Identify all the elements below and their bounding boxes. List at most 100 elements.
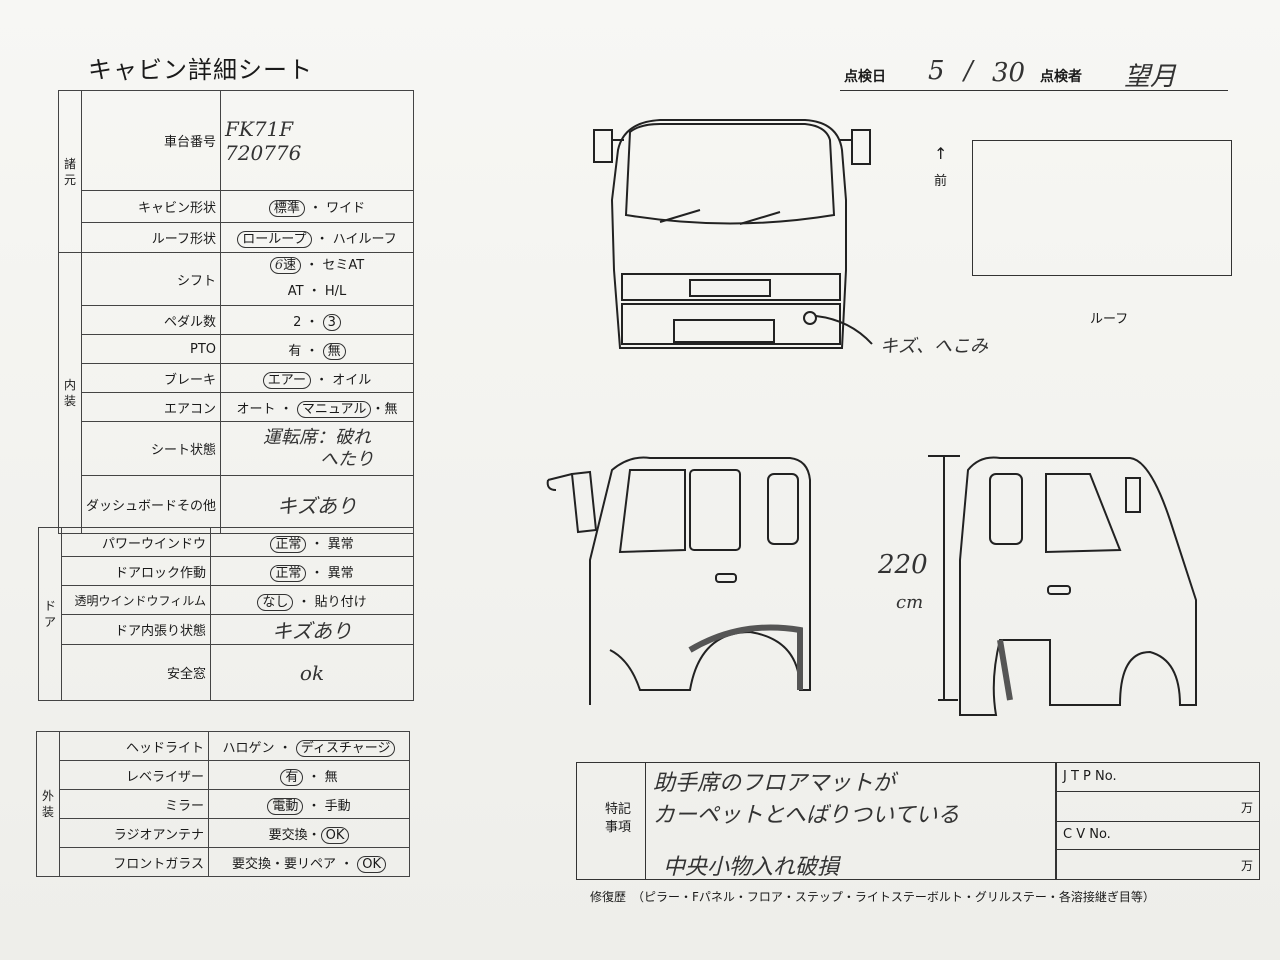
chassis-label: 車台番号 [80,90,222,191]
spec-section-label: 諸元 [58,90,82,253]
chassis-model: FK71F [225,116,294,141]
brake-air-selected: エアー [262,371,311,389]
cab-shape-standard-selected: 標準 [268,200,305,217]
date-day: 30 [992,58,1026,88]
cv-number-label: C V No. [1063,827,1111,842]
shift-label: シフト [80,252,222,306]
damage-note: キズ、へこみ [880,336,988,357]
notes-label-cell: 特記 事項 [577,763,646,879]
windshield-repair: 要リペア [283,856,336,872]
shift-hl: H/L [324,284,347,299]
power-window-options: 正常 ・ 異常 [210,527,414,557]
leveler-options: 有 ・ 無 [208,760,410,790]
brake-oil: オイル [332,372,372,388]
shift-manual-selected: 6速 [269,257,302,274]
exterior-table: 外装 ヘッドライト ハロゲン ・ ディスチャージ レベライザー 有 ・ 無 ミラ… [36,731,410,877]
special-notes-box: 特記 事項 助手席のフロアマットが カーペットとへばりついている 中央小物入れ破… [576,762,1260,880]
leveler-label: レベライザー [59,760,209,790]
windshield-label: フロントガラス [59,847,209,877]
safety-window-label: 安全窓 [61,644,211,701]
dashboard-condition: キズあり [220,475,414,534]
cv-unit: 万 [1241,859,1254,873]
sheet-title: キャビン詳細シート [88,56,313,84]
front-arrow-icon: ↑ [934,144,948,163]
spec-interior-table: 諸元 車台番号 FK71F 720776 キャビン形状 標準 ・ ワイド ルーフ… [58,90,414,534]
notes-label-line-1: 特記 [605,802,632,817]
jtp-unit: 万 [1241,801,1254,815]
cab-shape-options: 標準 ・ ワイド [220,190,414,223]
power-window-normal-selected: 正常 [270,535,307,553]
cab-shape-wide: ワイド [326,201,366,216]
windshield-ok-selected: OK [357,855,387,873]
pto-options: 有 ・ 無 [220,334,414,364]
interior-section-label: 内装 [58,252,82,534]
chassis-value: FK71F 720776 [220,90,414,191]
roof-shape-label: ルーフ形状 [80,222,222,253]
door-section-label: ドア [38,527,62,701]
power-window-abnormal: 異常 [327,536,354,552]
window-film-none-selected: なし [257,593,294,611]
date-month: 5 [928,56,945,86]
mirror-label: ミラー [59,789,209,819]
note-line-3: 中央小物入れ破損 [663,855,840,880]
ac-manual-selected: マニュアル [296,400,372,418]
pto-yes: 有 [288,343,302,359]
date-label: 点検日 [844,69,886,85]
shift-options: 6速 ・ セミAT AT ・ H/L [220,252,414,306]
roof-label: ルーフ [1090,312,1129,327]
note-line-1: 助手席のフロアマットが [653,771,896,796]
seat-label: シート状態 [80,421,222,476]
chassis-number: 720776 [225,140,302,165]
seat-condition: 運転席：破れ へたり [220,421,414,476]
headlight-options: ハロゲン ・ ディスチャージ [208,731,410,761]
note-line-2: カーペットとへばりついている [653,803,960,828]
door-lock-abnormal: 異常 [327,565,354,581]
pedal-label: ペダル数 [80,305,222,335]
windshield-replace: 要交換 [231,856,271,872]
radio-antenna-label: ラジオアンテナ [59,818,209,848]
windshield-options: 要交換・要リペア ・ OK [208,847,410,877]
pedal-two: 2 [293,314,302,330]
ac-none: 無 [384,401,398,417]
inspector-name: 望月 [1124,62,1177,92]
door-trim-condition: キズあり [210,614,414,645]
headlight-label: ヘッドライト [59,731,209,761]
door-table: ドア パワーウインドウ 正常 ・ 異常 ドアロック作動 正常 ・ 異常 透明ウイ… [38,527,414,701]
roof-low-selected: ローループ [237,231,312,248]
window-film-options: なし ・ 貼り付け [210,585,414,615]
jtp-number-label: J T P No. [1063,769,1117,784]
mirror-electric-selected: 電動 [267,797,304,815]
cab-front-view [593,119,873,349]
ac-auto: オート [236,401,276,417]
headlight-discharge-selected: ディスチャージ [295,739,396,757]
cab-shape-label: キャビン形状 [80,190,222,223]
shift-speed-count: 6 [274,258,284,273]
pedal-three-selected: 3 [322,313,341,331]
roof-shape-options: ローループ ・ ハイルーフ [220,222,414,253]
inspector-label: 点検者 [1040,69,1082,85]
exterior-section-label: 外装 [36,731,60,877]
door-lock-options: 正常 ・ 異常 [210,556,414,586]
cab-right-side-view [928,455,1197,716]
cab-height-unit: cm [896,592,924,613]
door-trim-label: ドア内張り状態 [61,614,211,645]
pto-no-selected: 無 [322,342,346,360]
notes-label-line-2: 事項 [605,820,632,835]
door-lock-label: ドアロック作動 [61,556,211,586]
headlight-halogen: ハロゲン [222,740,275,756]
pto-label: PTO [80,334,222,364]
radio-antenna-ok-selected: OK [320,826,350,844]
header-underline [840,90,1228,91]
date-separator: / [964,56,973,86]
repair-history-label: 修復歴 （ピラー・Fパネル・フロア・ステップ・ライトステーボルト・グリルステー・… [590,890,1155,904]
mirror-manual: 手動 [324,798,351,814]
leveler-no: 無 [324,769,338,785]
door-lock-normal-selected: 正常 [270,564,307,582]
cab-left-side-view [546,456,811,705]
roof-high: ハイルーフ [332,232,397,247]
safety-window-condition: ok [210,644,414,701]
shift-semi-at: セミAT [322,258,365,273]
radio-antenna-replace: 要交換 [268,827,308,843]
